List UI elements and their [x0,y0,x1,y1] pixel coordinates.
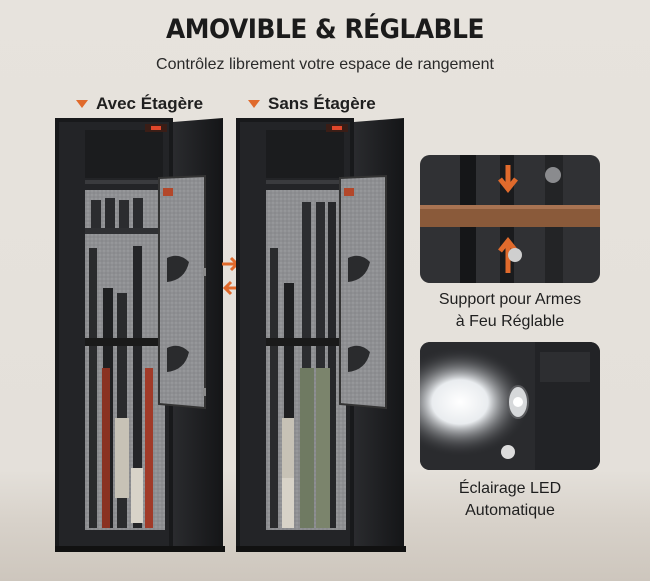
led-light-icon [507,385,529,419]
safe-with-shelf-image [55,118,225,552]
safe-without-shelf-image [236,118,406,552]
adjustable-holder-photo [420,155,600,283]
triangle-bullet-icon [248,100,260,108]
feature-caption-holder: Support pour Armes à Feu Réglable [410,289,610,333]
caption-line: Automatique [465,502,555,519]
adjust-arrows-icon [498,165,518,273]
label-with-shelf-text: Avec Étagère [96,94,204,113]
caption-line: Support pour Armes [438,291,582,308]
feature-caption-led: Éclairage LED Automatique [410,478,610,522]
caption-line: Éclairage LED [458,480,562,497]
label-with-shelf: Avec Étagère [76,94,203,114]
led-light-photo [420,342,600,470]
label-without-shelf: Sans Étagère [248,94,376,114]
page-subtitle: Contrôlez librement votre espace de rang… [156,56,494,73]
triangle-bullet-icon [76,100,88,108]
caption-line: à Feu Réglable [455,313,565,330]
page-title: AMOVIBLE & RÉGLABLE [165,14,485,45]
label-without-shelf-text: Sans Étagère [268,94,376,113]
